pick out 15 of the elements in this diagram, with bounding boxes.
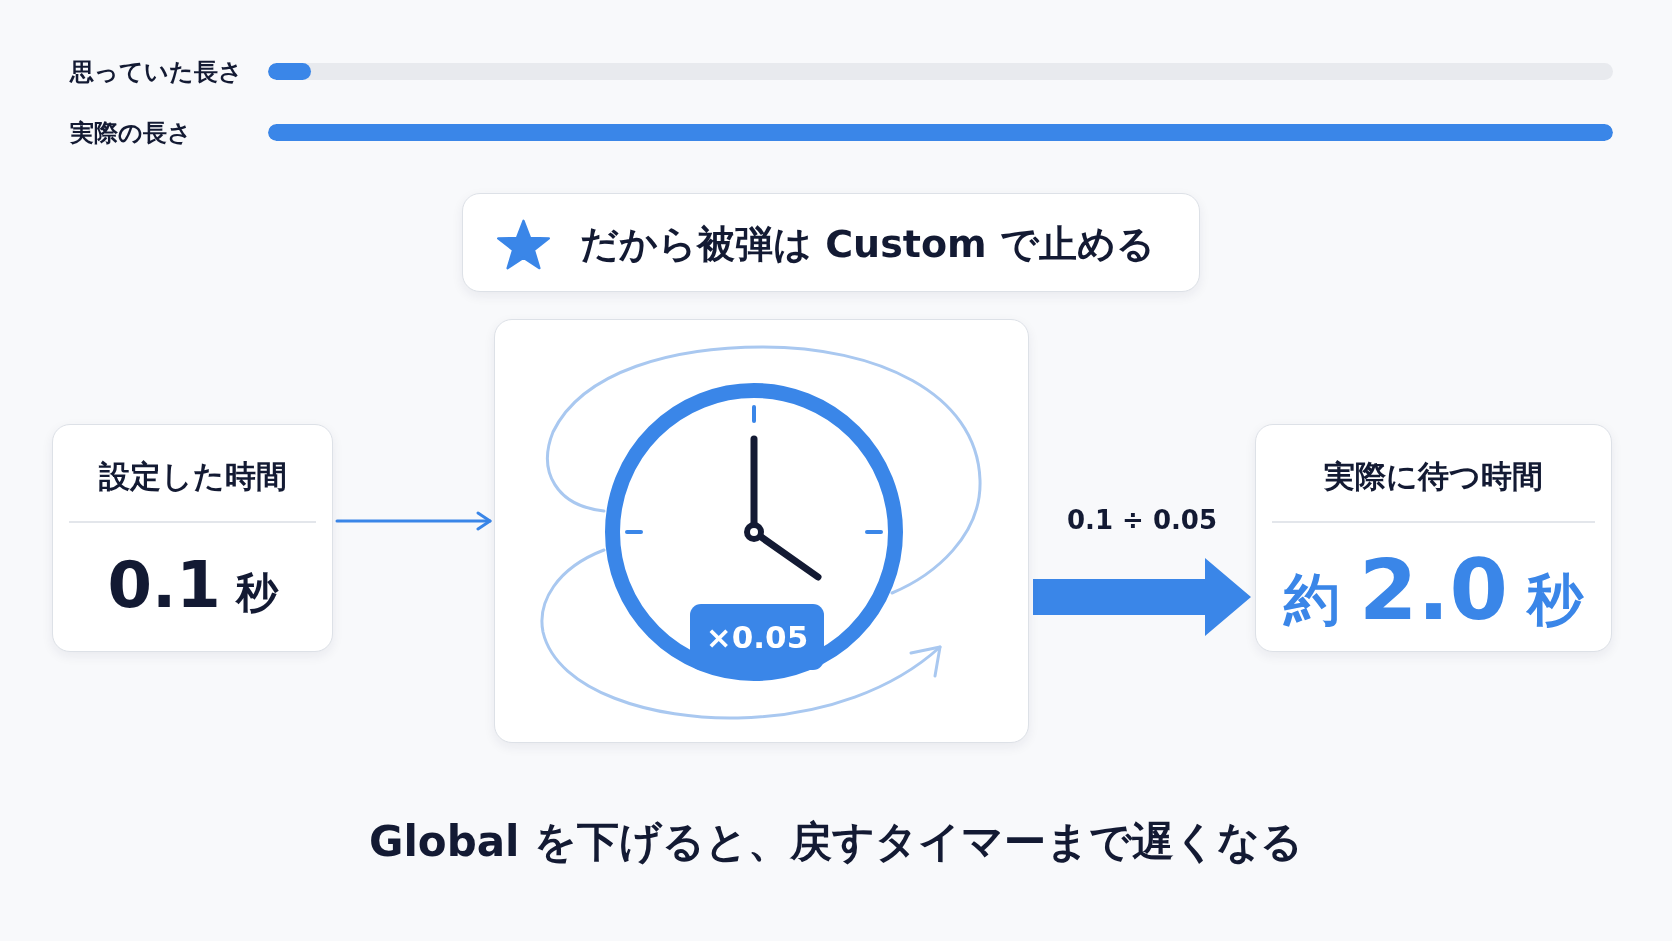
callout-box xyxy=(462,193,1200,292)
multiplier-tag: ×0.05 xyxy=(690,604,824,670)
card-heading: 実際に待つ時間 xyxy=(1324,457,1543,496)
info-card xyxy=(1255,424,1612,652)
illustration-panel xyxy=(494,319,1029,743)
card-heading: 設定した時間 xyxy=(98,457,287,496)
bar-label: 実際の長さ xyxy=(70,118,192,149)
arrow xyxy=(335,511,492,531)
block-arrow xyxy=(1033,558,1251,636)
time-value: 0.1 秒 xyxy=(107,549,278,621)
callout-text: だから被弾は Custom で止める xyxy=(580,220,1155,268)
info-card xyxy=(52,424,333,652)
caption: Global を下げると、戻すタイマーまで遅くなる xyxy=(368,816,1304,868)
bar-label: 思っていた長さ xyxy=(70,57,243,88)
time-value: 約 2.0 秒 xyxy=(1283,544,1584,637)
